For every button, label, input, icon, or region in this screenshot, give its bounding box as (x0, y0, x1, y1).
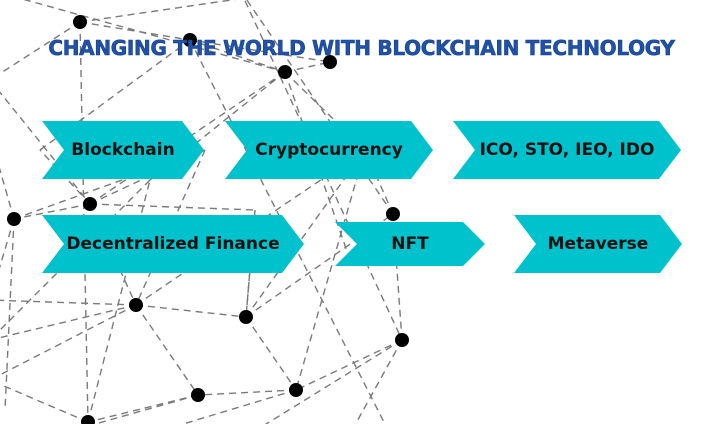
network-node (239, 310, 253, 324)
network-edge (0, 21, 81, 75)
tag-nft: NFT (335, 222, 485, 266)
network-node (191, 388, 205, 402)
network-edge (197, 389, 297, 396)
network-node (289, 383, 303, 397)
network-edge (295, 339, 403, 391)
network-edge (13, 203, 91, 220)
network-edge (92, 394, 199, 424)
network-edge (189, 39, 286, 73)
network-nodes (7, 15, 409, 424)
network-edge (135, 304, 247, 318)
network-edge (0, 91, 91, 205)
tag-cryptocurrency: Cryptocurrency (225, 121, 433, 179)
network-node (386, 207, 400, 221)
network-node (278, 65, 292, 79)
network-node (323, 55, 337, 69)
page-title: CHANGING THE WORLD WITH BLOCKCHAIN TECHN… (48, 36, 675, 61)
network-edge (284, 71, 366, 151)
network-node (83, 197, 97, 211)
network-edge (0, 299, 137, 306)
network-edge (354, 339, 403, 424)
network-edge (0, 383, 89, 423)
network-node (81, 415, 95, 424)
network-edge (0, 218, 15, 269)
tag-blockchain: Blockchain (42, 121, 204, 179)
network-node (7, 212, 21, 226)
network-edge (284, 61, 331, 73)
network-edges (0, 0, 403, 424)
network-edge (89, 71, 286, 205)
network-edge (180, 389, 297, 424)
network-edge (295, 149, 366, 391)
tag-ico-sto-ieo-ido: ICO, STO, IEO, IDO (453, 121, 681, 179)
network-edge (87, 394, 199, 423)
tag-metaverse: Metaverse (514, 215, 682, 273)
network-edge (79, 21, 191, 41)
tag-decentralized-finance: Decentralized Finance (42, 215, 304, 273)
network-edge (79, 0, 237, 23)
network-node (183, 33, 197, 47)
network-node (395, 333, 409, 347)
network-edge (0, 304, 137, 376)
network-node (129, 298, 143, 312)
network-edge (23, 0, 286, 73)
network-edge (245, 0, 394, 215)
network-edge (264, 339, 403, 424)
network-edge (0, 304, 137, 339)
network-edge (392, 213, 403, 341)
network-edge (89, 203, 256, 211)
network-edge (245, 316, 297, 391)
network-edge (79, 21, 89, 423)
network-edge (0, 167, 15, 220)
network-node (73, 15, 87, 29)
network-edge (4, 218, 15, 411)
network-edge (135, 304, 199, 396)
